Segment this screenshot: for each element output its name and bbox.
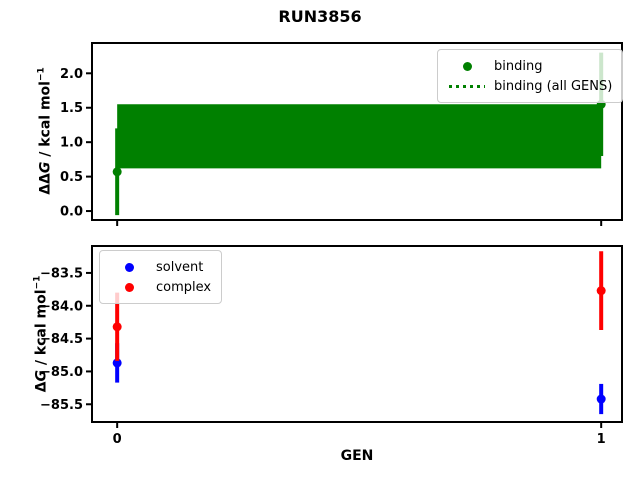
axes-frame bbox=[91, 245, 623, 423]
solvent-data-point bbox=[596, 394, 606, 404]
axes-frame bbox=[91, 42, 623, 221]
bottom-legend: solvent complex bbox=[99, 250, 223, 304]
legend-item-binding: binding bbox=[448, 56, 612, 76]
binding-dot-icon bbox=[462, 61, 472, 71]
y-tick-label: 0.0 bbox=[60, 205, 83, 220]
legend-label: solvent bbox=[156, 259, 204, 275]
complex-data-point bbox=[596, 286, 606, 296]
bottom-y-label-symbol: G bbox=[33, 370, 50, 382]
x-tick-label: 0 bbox=[113, 432, 122, 447]
figure-title: RUN3856 bbox=[278, 7, 362, 26]
y-tick-label: −84.0 bbox=[40, 299, 83, 314]
complex-data-point bbox=[112, 322, 122, 332]
legend-label: complex bbox=[156, 279, 212, 295]
bottom-y-label-exponent: −1 bbox=[32, 275, 43, 290]
top-y-label-symbol: G bbox=[37, 161, 54, 174]
y-tick-label: −84.5 bbox=[40, 332, 83, 347]
binding-all-gens-dotted-line-icon bbox=[449, 84, 485, 88]
legend-item-complex: complex bbox=[110, 277, 211, 297]
x-axis-label: GEN bbox=[340, 448, 374, 464]
top-legend: binding binding (all GENS) bbox=[437, 49, 624, 103]
top-y-axis-label: ΔΔG / kcal mol−1 bbox=[37, 67, 54, 195]
solvent-dot-icon bbox=[124, 262, 134, 272]
solvent-data-point bbox=[112, 358, 122, 368]
top-y-label-exponent: −1 bbox=[36, 67, 47, 82]
y-tick-label: −85.5 bbox=[40, 398, 83, 413]
y-tick-label: 0.5 bbox=[60, 170, 83, 185]
ddg-subplot: 0.0 0.5 1.0 1.5 2.0 bbox=[60, 42, 623, 226]
bottom-y-axis-label: ΔG / kcal mol−1 bbox=[33, 276, 50, 393]
binding-data-point bbox=[112, 167, 122, 177]
legend-label: binding (all GENS) bbox=[494, 78, 613, 94]
legend-marker-cell bbox=[110, 262, 148, 272]
legend-marker-cell bbox=[110, 282, 148, 292]
legend-item-solvent: solvent bbox=[110, 257, 211, 277]
top-y-label-delta: ΔΔ bbox=[37, 173, 54, 195]
legend-item-binding-all-gens: binding (all GENS) bbox=[448, 76, 612, 96]
y-tick-label: 1.0 bbox=[60, 136, 83, 151]
y-tick-label: 1.5 bbox=[60, 101, 83, 116]
x-tick-label: 1 bbox=[597, 432, 606, 447]
top-y-label-unit: / kcal mol bbox=[37, 81, 54, 162]
dg-subplot: −83.5 −84.0 −84.5 −85.0 −85.5 0 1 bbox=[40, 245, 623, 447]
y-tick-label: −85.0 bbox=[40, 365, 83, 380]
complex-dot-icon bbox=[124, 282, 134, 292]
y-tick-label: 2.0 bbox=[60, 67, 83, 82]
legend-label: binding bbox=[494, 58, 543, 74]
uncertainty-band bbox=[117, 104, 602, 169]
legend-marker-cell bbox=[448, 84, 486, 88]
bottom-y-label-delta: Δ bbox=[33, 381, 50, 393]
bottom-y-label-unit: / kcal mol bbox=[33, 289, 50, 371]
legend-marker-cell bbox=[448, 61, 486, 71]
y-tick-label: −83.5 bbox=[40, 266, 83, 281]
